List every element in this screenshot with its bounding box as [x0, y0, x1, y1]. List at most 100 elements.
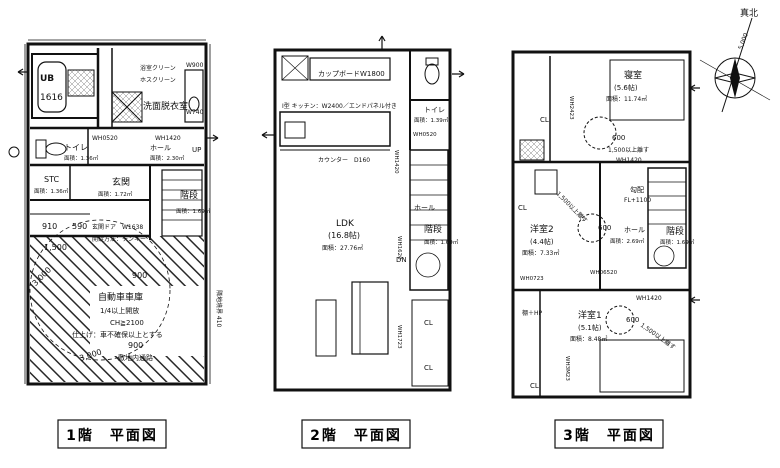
bedroom-closet-floor	[519, 139, 545, 161]
stairs-1f-area: 面積：1.69㎡	[176, 207, 211, 215]
room2-area: 面積：7.33㎡	[522, 249, 559, 257]
floor-1-outer-wall	[26, 42, 208, 386]
vent-arrow-icon	[261, 131, 276, 139]
wh1420-3f-a: WH1420	[616, 157, 642, 164]
room1-area: 面積：8.48㎡	[570, 335, 607, 343]
cl-3f-a: CL	[540, 116, 549, 124]
entrance-area: 面積：1.72㎡	[98, 190, 133, 198]
vent-arrow-icon	[378, 35, 386, 50]
ub-label: UB	[40, 74, 54, 84]
stairs-1f-label: 階段	[180, 189, 198, 201]
ceiling-note-c: 1,500以上離す	[639, 321, 677, 351]
stairs-3f-label: 階段	[666, 225, 684, 237]
caption-floor-3: 3階 平面図	[563, 427, 655, 444]
caption-box-3f	[554, 419, 664, 449]
skylight	[281, 55, 309, 81]
north-compass	[699, 17, 771, 113]
wh3m23-3f: WH3M23	[564, 356, 570, 381]
bed-bedroom	[609, 59, 685, 121]
wh1420-1f: WH1420	[155, 135, 181, 142]
wh0520-1f: WH0520	[92, 135, 118, 142]
garage-label-bg	[90, 286, 204, 356]
ub-size: 1616	[40, 93, 63, 103]
stair-box-2f	[409, 149, 449, 291]
captions: 1階 平面図 2階 平面図 3階 平面図	[57, 419, 664, 449]
stairs-2f-area: 面積：1.69㎡	[424, 238, 459, 246]
cl-2f-b: CL	[424, 364, 433, 372]
bath-screen-1: 浴室クリーン	[140, 64, 176, 72]
caption-floor-2: 2階 平面図	[310, 427, 402, 444]
sofa	[351, 281, 389, 355]
bath-screen-2: ホスクリーン	[140, 77, 176, 84]
wh1723-2f: WH1723	[396, 325, 402, 349]
desk-room2	[534, 169, 558, 195]
garage-note-3: 仕上げ：車不確保以上とする	[72, 330, 163, 339]
dining-table	[315, 299, 337, 357]
wh1420-2f: WH1420	[393, 150, 399, 174]
toilet-2f-label: トイレ	[424, 106, 445, 114]
light-600b: 600	[598, 224, 611, 232]
garage-note-2: CH≧2100	[110, 319, 144, 327]
bedroom-label: 寝室	[624, 69, 642, 81]
bed-room1	[599, 339, 685, 393]
kitchen-label: I型 キッチン：W2400／エンドパネル付き	[282, 102, 397, 110]
stc-area: 面積：1.36㎡	[34, 187, 69, 195]
washroom-label: 洗面脱衣室	[143, 100, 188, 112]
dim-910: 910	[42, 222, 57, 231]
entrance-label: 玄関	[112, 176, 130, 188]
toilet-2f-tank	[425, 57, 439, 66]
up-label: UP	[192, 146, 201, 154]
floor-1-plan: UB 1616 浴室クリーン ホスクリーン 洗面脱衣室 W900 W740 WH…	[8, 39, 223, 386]
ldk-tatami: (16.8帖)	[328, 230, 360, 240]
stairs-2f-label: 階段	[424, 223, 442, 235]
hall-3f-area: 面積：2.69㎡	[610, 237, 645, 245]
vanity-unit	[184, 69, 204, 123]
wh1620-2f: WH1620	[396, 236, 402, 260]
toilet-1f-area: 面積：1.36㎡	[64, 154, 99, 162]
caption-floor-1: 1階 平面図	[66, 427, 158, 444]
ceiling-note-b: 1,500以上離す	[555, 190, 590, 225]
dim-1500: 1,500	[44, 243, 67, 252]
dim-590: 590	[72, 222, 87, 231]
loft-label: 勾配	[630, 185, 644, 194]
vent-arrow-icon	[452, 70, 465, 78]
hall-1f-label: ホール	[150, 144, 171, 152]
bath-floor	[67, 69, 95, 97]
vent-arrow-icon	[205, 134, 219, 142]
side-label: 隣地境界 410	[215, 290, 223, 328]
light-600c: 600	[626, 316, 639, 324]
dim-900a: 900	[132, 271, 147, 280]
toilet-2f-bowl	[424, 63, 440, 85]
light-600a: 600	[612, 134, 625, 142]
ldk-label: LDK	[336, 219, 355, 229]
stair-box-3f	[647, 167, 687, 269]
cl-2f-a: CL	[424, 319, 433, 327]
caption-box-2f	[301, 419, 411, 449]
wh06520-3f: WH06520	[590, 270, 618, 276]
garage-note-1: 1/4以上開放	[100, 306, 139, 315]
w900-label: W900	[186, 62, 204, 69]
floor-3-outer-wall	[511, 50, 692, 399]
cl-3f-b: CL	[530, 382, 539, 390]
cl-3f-c: CL	[518, 204, 527, 212]
counter-label: カウンター D160	[318, 156, 370, 164]
meter-icon	[8, 146, 20, 158]
bedroom-area: 面積：11.74㎡	[606, 95, 647, 103]
room2-label: 洋室2	[530, 223, 554, 235]
wh0520-2f: WH0520	[413, 132, 437, 138]
hall-1f-area: 面積：2.30㎡	[150, 154, 185, 162]
vent-arrow-icon	[17, 68, 28, 76]
sink-icon	[284, 121, 306, 139]
floor-3-plan: 真北 5,000 寝室 (5.6帖) 面積：11.74㎡ WH2423 CL 6…	[511, 7, 771, 399]
loft-fl: FL+1100	[624, 197, 651, 204]
bathtub	[37, 61, 67, 113]
floor-2-outer-wall	[273, 48, 452, 392]
bedroom-tatami: (5.6帖)	[614, 83, 638, 92]
ceiling-note-a: 1,500以上離す	[608, 146, 649, 154]
w1800-label: W1800	[360, 70, 385, 78]
hall-3f-label: ホール	[624, 226, 645, 234]
floor-2-plan: カップボード W1800 I型 キッチン：W2400／エンドパネル付き トイレ …	[261, 35, 465, 392]
room1-label: 洋室1	[578, 309, 602, 321]
room1-tatami: (5.1帖)	[578, 323, 602, 332]
